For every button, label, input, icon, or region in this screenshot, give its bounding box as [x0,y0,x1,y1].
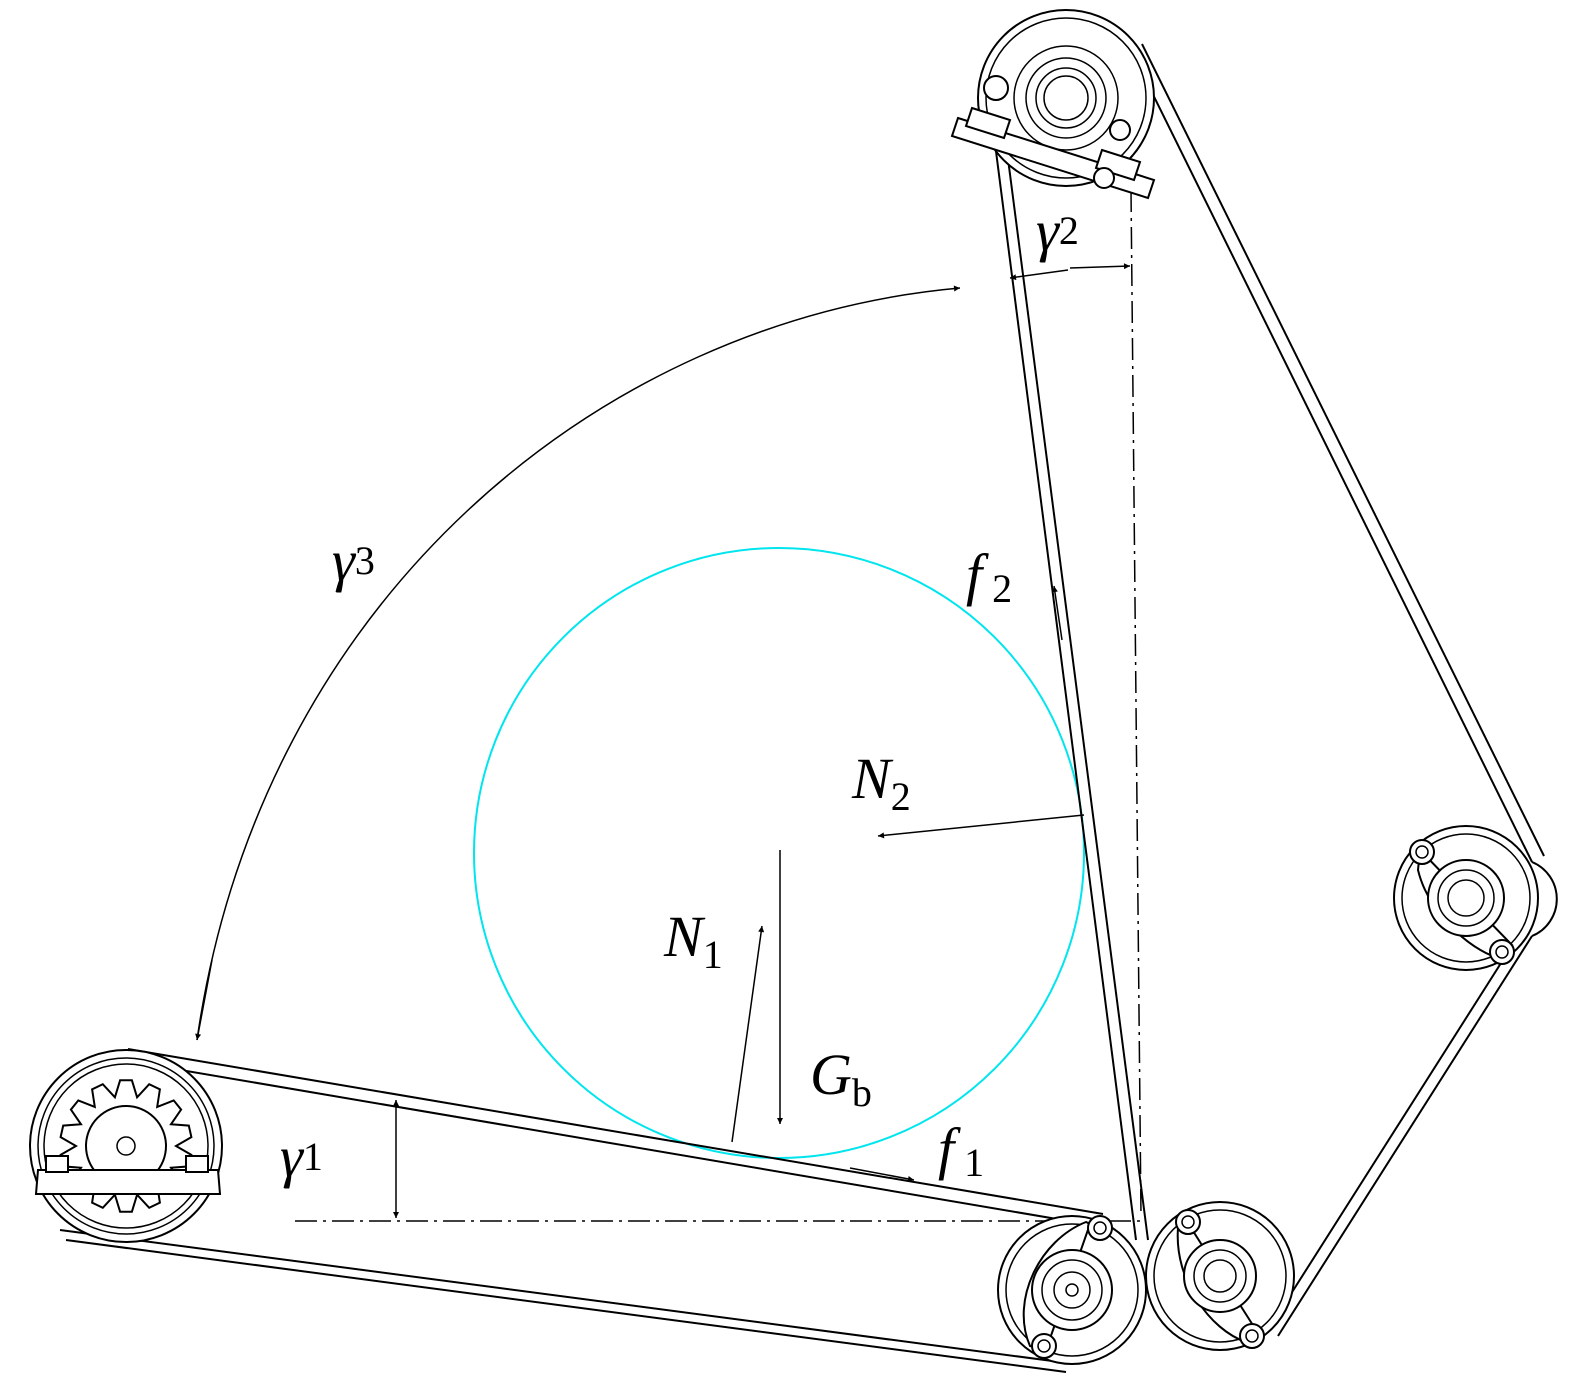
f2-force-arrow [1051,585,1063,641]
outer-belt [1129,43,1558,1337]
gamma1-label: γ1 [280,1124,323,1189]
n1-force-arrow [731,925,765,1143]
sprocket-icon [29,1049,223,1243]
n2-label: N2 [851,746,911,819]
bottom-middle-roller [997,1215,1147,1365]
inclined-belt [992,127,1149,1241]
top-roller [950,9,1156,200]
bale-circle [473,547,1085,1159]
gamma2-arrow-right [1069,263,1131,270]
gb-label: Gb [810,1042,872,1115]
gamma3-arc-head-bottom [195,959,213,1041]
n1-label: N1 [663,904,723,977]
gamma3-arc [196,285,961,1041]
gamma3-label: γ3 [332,528,375,593]
f1-force-arrow [849,1167,915,1182]
gamma2-label: γ2 [1036,198,1079,263]
lower-belt [59,1048,1104,1373]
n2-force-arrow [877,814,1085,839]
bottom-right-roller [1145,1201,1295,1351]
gamma2-arrow-left [1009,269,1069,281]
right-roller [1393,825,1539,971]
vertical-reference-line [1130,189,1142,1217]
